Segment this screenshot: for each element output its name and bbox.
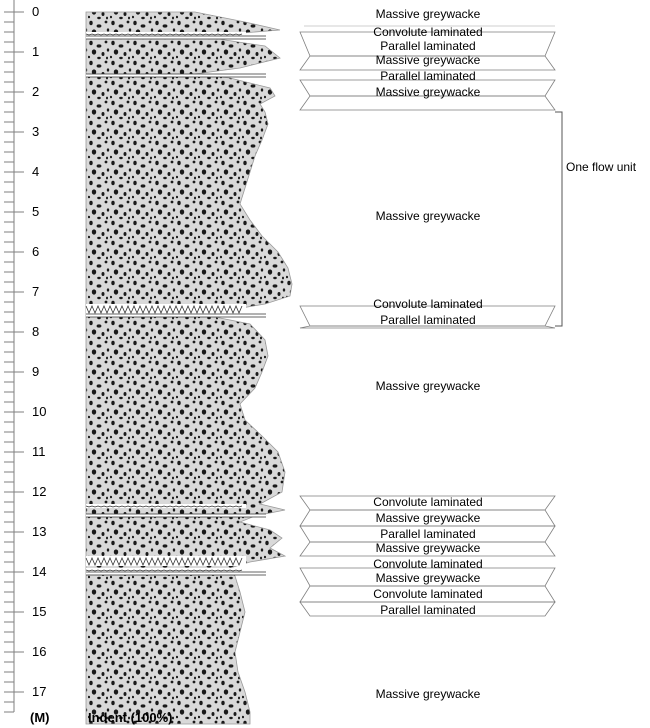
depth-ruler (4, 0, 24, 713)
bracket-label: One flow unit (566, 160, 637, 174)
convolute-lamination (85, 556, 243, 567)
depth-tick-label: 9 (32, 364, 39, 379)
facies-label: Massive greywacke (376, 379, 481, 393)
depth-tick-label: 11 (32, 444, 46, 459)
facies-label: Massive greywacke (376, 687, 481, 701)
facies-label: Convolute laminated (373, 297, 482, 311)
convolute-band (86, 556, 246, 566)
depth-tick-label: 17 (32, 684, 46, 699)
convolute-band (86, 504, 246, 508)
depth-tick-label: 12 (32, 484, 46, 499)
parallel-band (86, 572, 266, 575)
facies-label: Parallel laminated (380, 603, 475, 617)
facies-label: Massive greywacke (376, 53, 481, 67)
facies-label: Massive greywacke (376, 209, 481, 223)
facies-label: Parallel laminated (380, 313, 475, 327)
bracket-line (555, 111, 563, 327)
facies-label: Massive greywacke (376, 571, 481, 585)
facies-label-box (299, 55, 556, 71)
facies-label: Parallel laminated (380, 39, 475, 53)
convolute-lamination (85, 569, 243, 572)
facies-label-box (299, 601, 556, 617)
depth-tick-label: 4 (32, 164, 39, 179)
depth-tick-label: 10 (32, 404, 46, 419)
unit-label: (M) (30, 710, 50, 725)
depth-tick-label: 14 (32, 564, 46, 579)
depth-tick-label: 13 (32, 524, 46, 539)
convolute-lamination (85, 505, 243, 508)
depth-tick-label: 1 (32, 44, 39, 59)
depth-tick-label: 16 (32, 644, 46, 659)
convolute-band (86, 304, 246, 314)
facies-label: Massive greywacke (376, 511, 481, 525)
convolute-band (86, 568, 246, 572)
facies-label-box (299, 95, 556, 111)
parallel-band (86, 36, 266, 39)
flow-unit-bracket: One flow unit (555, 111, 637, 327)
facies-label: Convolute laminated (373, 557, 482, 571)
facies-label: Massive greywacke (376, 7, 481, 21)
depth-tick-label: 2 (32, 84, 39, 99)
depth-tick-label: 3 (32, 124, 39, 139)
facies-label: Convolute laminated (373, 587, 482, 601)
column-label: Indent (100%) (88, 710, 173, 725)
depth-tick-label: 0 (32, 4, 39, 19)
facies-label: Convolute laminated (373, 495, 482, 509)
facies-label: Convolute laminated (373, 25, 482, 39)
greywacke-fill (85, 11, 293, 725)
depth-tick-label: 5 (32, 204, 39, 219)
convolute-band (86, 32, 246, 36)
depth-tick-label: 15 (32, 604, 46, 619)
facies-label: Massive greywacke (376, 541, 481, 555)
facies-label-boxes (299, 25, 556, 617)
facies-label: Parallel laminated (380, 527, 475, 541)
facies-label-box (299, 541, 556, 557)
convolute-lamination (85, 304, 243, 315)
facies-label: Parallel laminated (380, 69, 475, 83)
facies-label-box (299, 325, 556, 329)
depth-tick-label: 8 (32, 324, 39, 339)
parallel-band (86, 514, 266, 517)
parallel-band (86, 314, 266, 317)
depth-tick-label: 7 (32, 284, 39, 299)
depth-tick-label: 6 (32, 244, 39, 259)
lithology-column (85, 11, 293, 725)
convolute-lamination (85, 33, 243, 36)
parallel-band (86, 74, 266, 77)
facies-label: Massive greywacke (376, 85, 481, 99)
